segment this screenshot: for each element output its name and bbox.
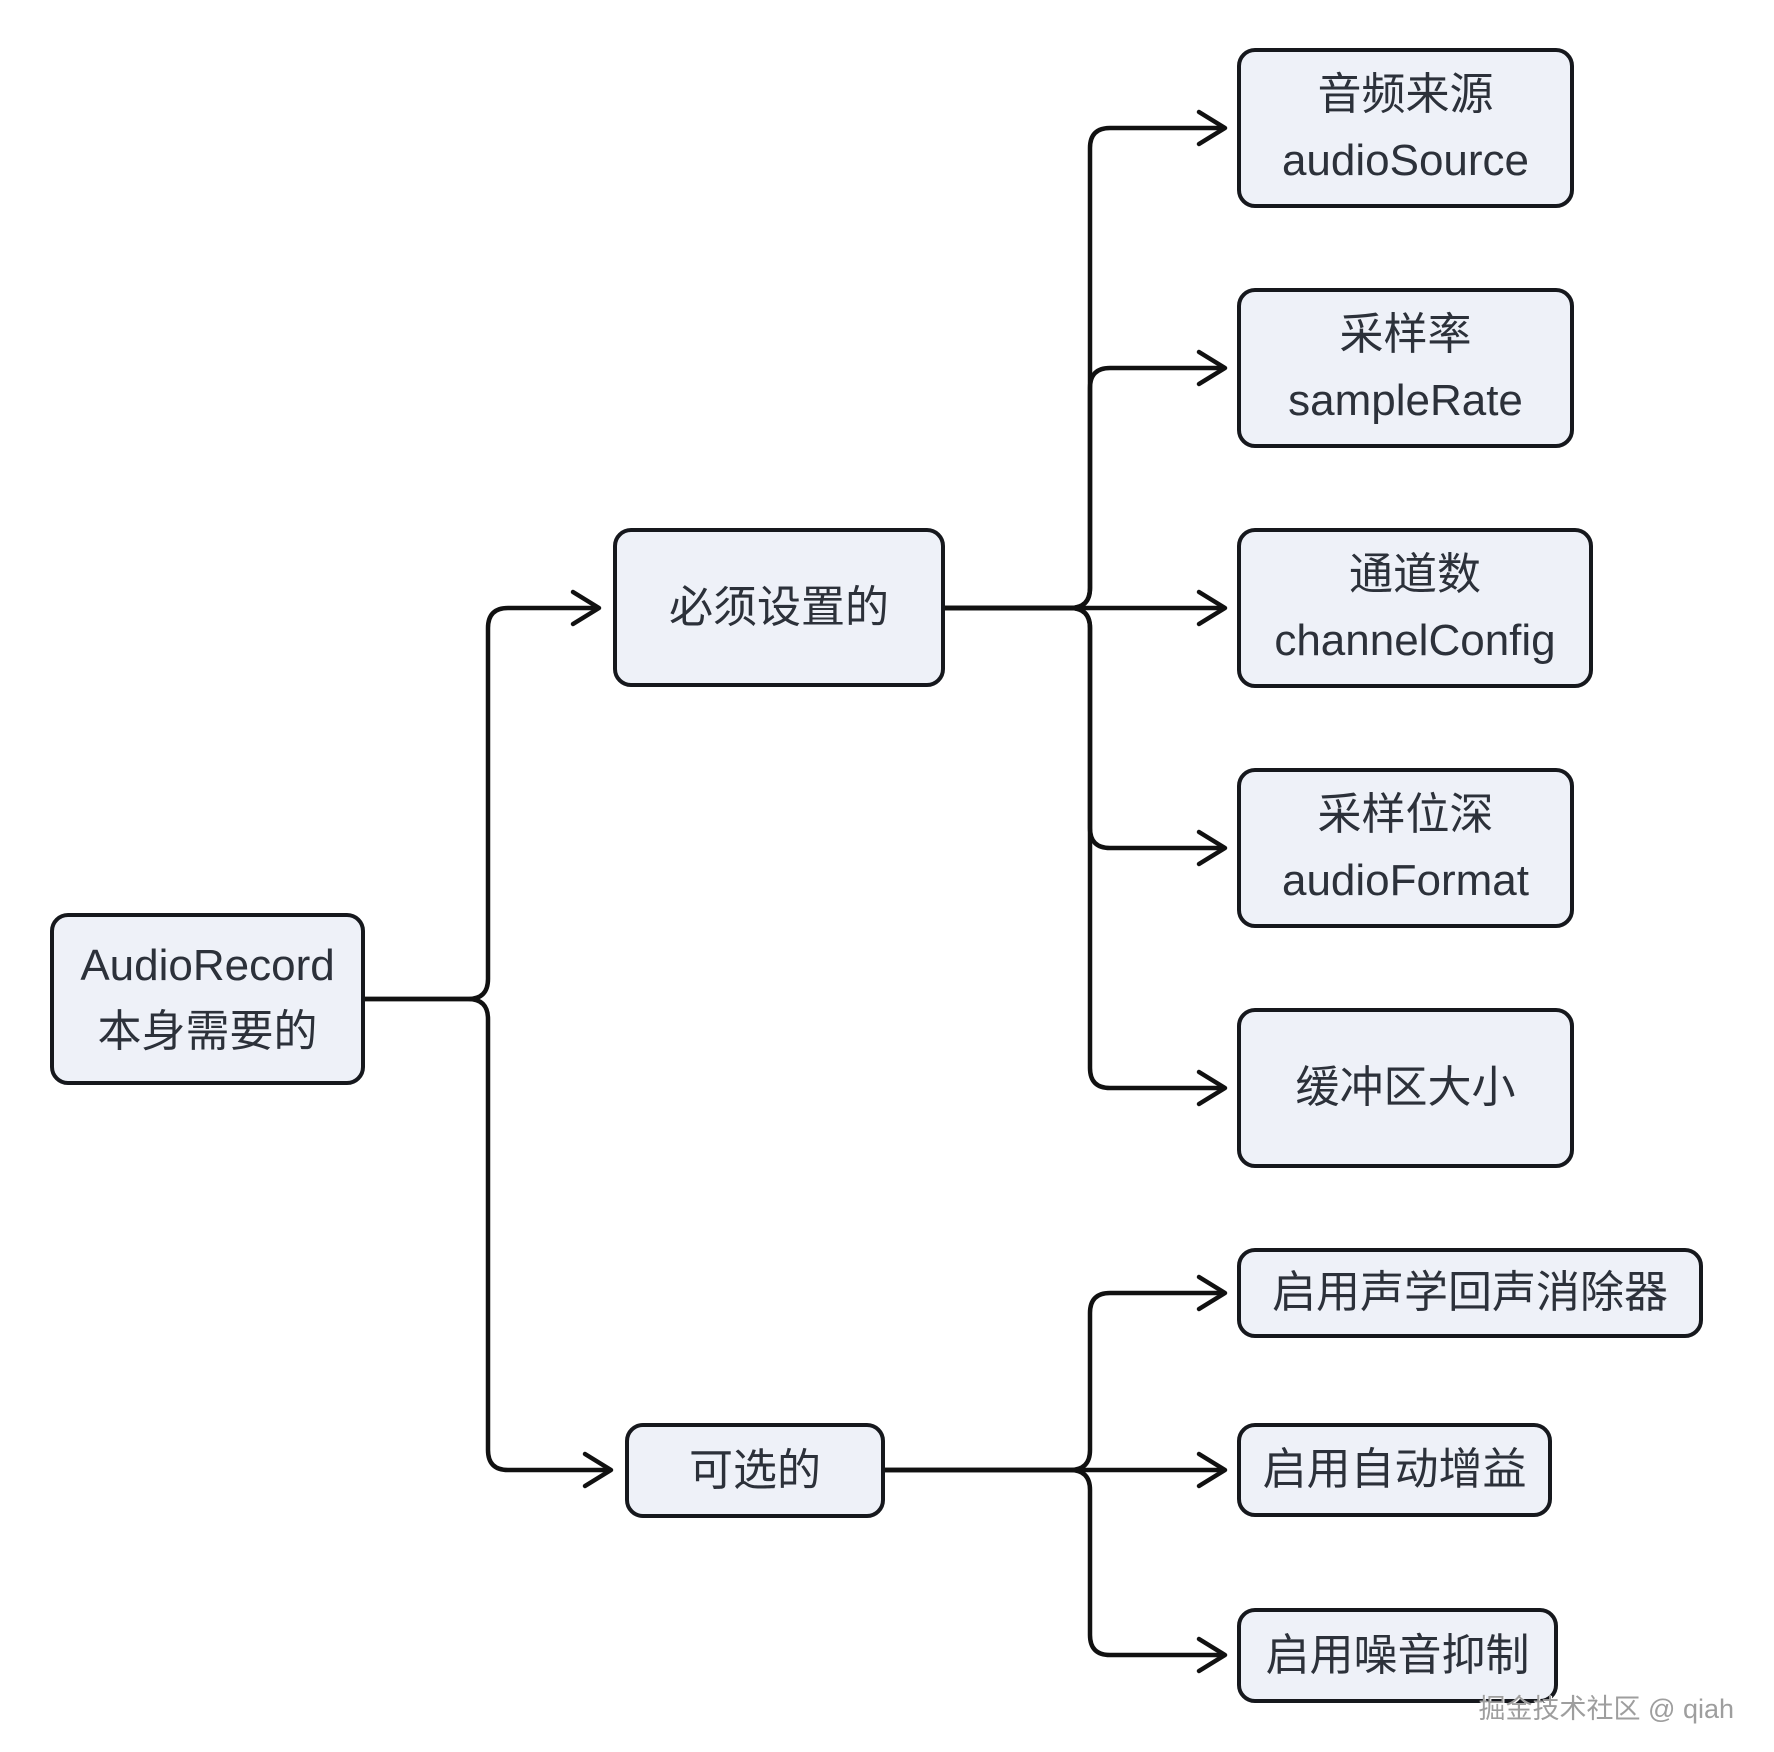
node-buffer-size-label-zh: 缓冲区大小 — [1295, 1063, 1516, 1112]
node-noise-suppression-label: 启用噪音抑制 — [1265, 1630, 1530, 1680]
node-root-label-en: AudioRecord — [80, 941, 335, 990]
node-optional-branch-label: 可选的 — [689, 1445, 821, 1495]
node-audio-format-label-zh: 采样位深 — [1317, 790, 1494, 839]
node-audio-format-label-en: audioFormat — [1281, 856, 1529, 905]
node-auto-gain: 启用自动增益 — [1237, 1423, 1552, 1517]
node-audio-source-label-en: audioSource — [1281, 136, 1530, 185]
node-channel-config-label-zh: 通道数 — [1349, 550, 1481, 599]
node-channel-config: 通道数 channelConfig — [1237, 528, 1593, 688]
node-auto-gain-label: 启用自动增益 — [1262, 1445, 1527, 1494]
node-audio-source-label-zh: 音频来源 — [1317, 70, 1494, 119]
node-sample-rate-label-en: sampleRate — [1288, 376, 1523, 425]
node-required-branch-label: 必须设置的 — [669, 582, 889, 632]
node-root-label-zh: 本身需要的 — [97, 1007, 318, 1056]
node-optional-branch: 可选的 — [625, 1423, 885, 1518]
node-required-branch: 必须设置的 — [613, 528, 945, 687]
node-noise-suppression: 启用噪音抑制 — [1237, 1608, 1558, 1703]
node-root: AudioRecord 本身需要的 — [50, 913, 365, 1085]
node-echo-canceler: 启用声学回声消除器 — [1237, 1248, 1703, 1338]
node-sample-rate-label-zh: 采样率 — [1339, 310, 1472, 359]
node-buffer-size: 缓冲区大小 — [1237, 1008, 1574, 1168]
node-sample-rate: 采样率 sampleRate — [1237, 288, 1574, 448]
node-audio-format: 采样位深 audioFormat — [1237, 768, 1574, 928]
node-channel-config-label-en: channelConfig — [1274, 616, 1556, 665]
watermark: 掘金技术社区 @ qiah — [1478, 1694, 1734, 1724]
node-audio-source: 音频来源 audioSource — [1237, 48, 1574, 208]
node-echo-canceler-label: 启用声学回声消除器 — [1272, 1268, 1668, 1317]
